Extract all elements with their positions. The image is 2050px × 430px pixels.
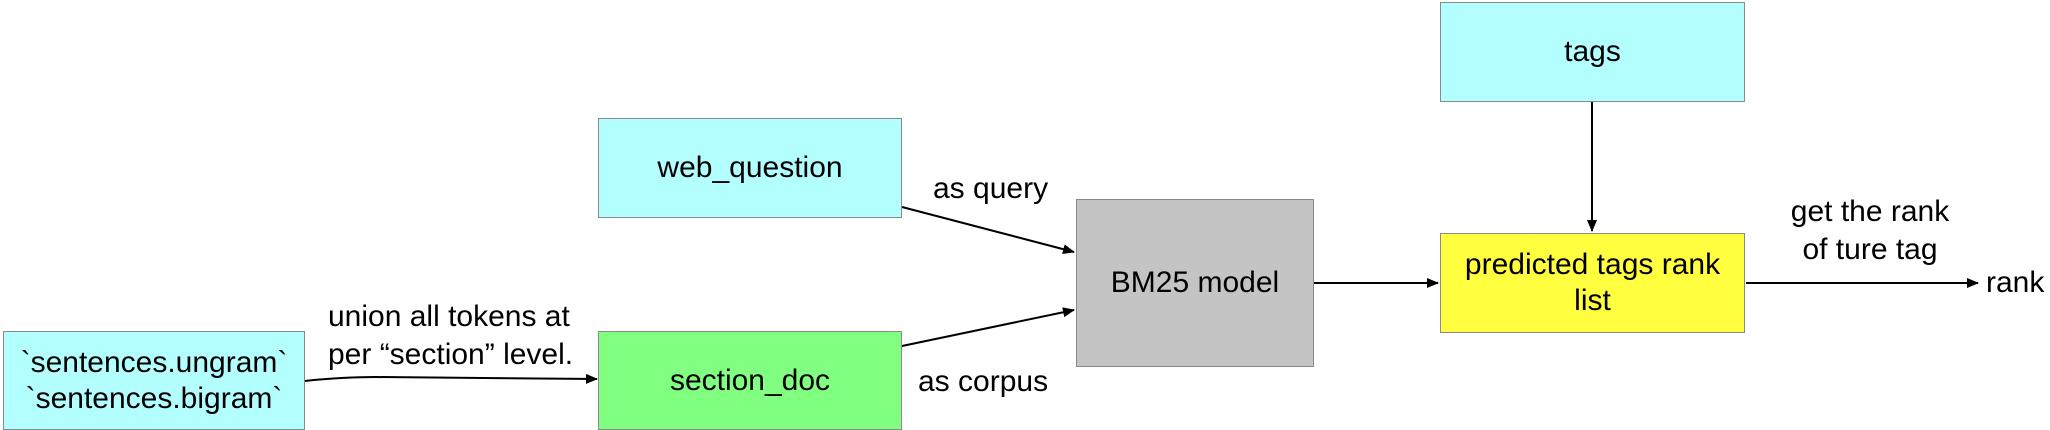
node-section-doc: section_doc xyxy=(598,331,902,430)
node-predicted-tags: predicted tags rank list xyxy=(1440,233,1745,333)
node-sentences: `sentences.ungram` `sentences.bigram` xyxy=(3,331,305,430)
node-tags: tags xyxy=(1440,2,1745,102)
edge-section-doc-to-bm25 xyxy=(901,307,1075,347)
node-bm25-model: BM25 model xyxy=(1076,199,1314,367)
label-union-tokens: union all tokens at per “section” level. xyxy=(328,300,574,371)
label-get-rank: get the rank of ture tag xyxy=(1790,195,1950,266)
edge-sentences-to-section-doc xyxy=(304,373,598,384)
label-as-corpus: as corpus xyxy=(918,365,1049,398)
node-web-question: web_question xyxy=(598,118,902,218)
edge-web-question-to-bm25 xyxy=(901,206,1075,255)
node-rank: rank xyxy=(1986,266,2045,299)
label-as-query: as query xyxy=(933,172,1049,205)
